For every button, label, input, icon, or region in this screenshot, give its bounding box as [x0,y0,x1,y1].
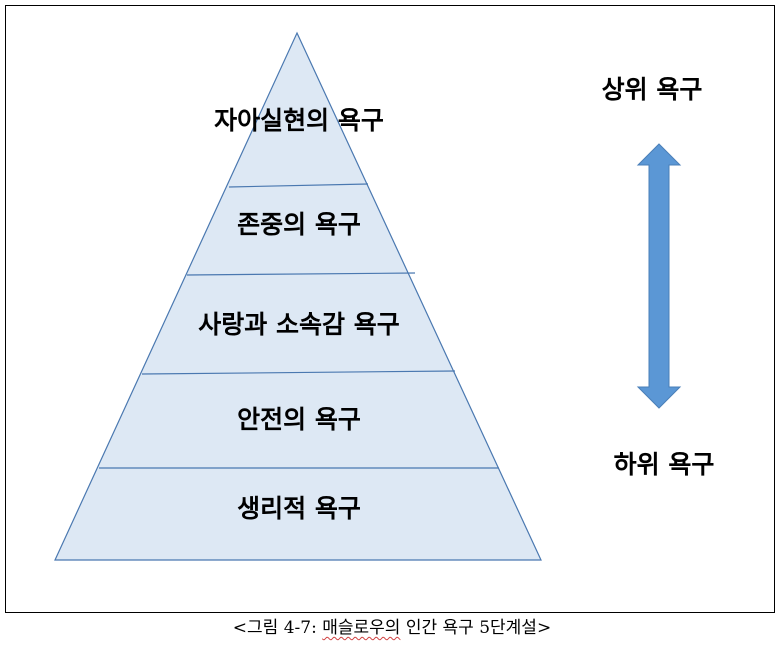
pyramid-divider [228,183,369,188]
caption-suffix: 인간 욕구 5단계설> [400,618,552,638]
upper-needs-label: 상위 욕구 [602,75,703,104]
level-label-self-actualization: 자아실현의 욕구 [214,106,384,135]
figure-caption: <그림 4-7: 매슬로우의 인간 욕구 5단계설> [0,616,784,640]
level-label-love-belonging: 사랑과 소속감 욕구 [198,310,399,339]
pyramid-divider [141,370,456,375]
level-label-safety: 안전의 욕구 [237,405,361,434]
pyramid-divider [186,272,416,276]
caption-underlined: 매슬로우의 [322,618,401,638]
caption-prefix: <그림 4-7: [232,618,323,638]
level-label-esteem: 존중의 욕구 [237,210,361,239]
level-label-physiological: 생리적 욕구 [237,494,361,523]
pyramid [54,31,542,561]
lower-needs-label: 하위 욕구 [614,450,715,479]
double-arrow-icon [636,143,682,409]
